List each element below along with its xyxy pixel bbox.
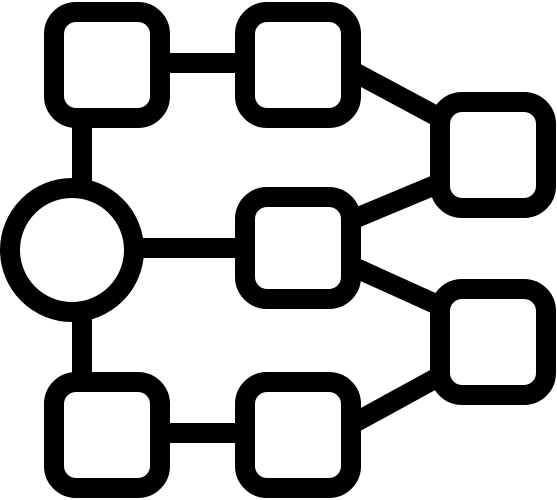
node-square-bottom-middle [235,372,361,498]
node-square-middle [235,187,361,309]
connector-middle-to-right-upper [352,173,444,228]
connector-middle-to-right-lower [351,258,445,316]
node-square-right-upper [430,92,556,218]
node-square-top-middle [235,2,361,128]
node-circle-root [0,178,144,322]
node-square-right-lower [430,279,556,405]
connector-bottom-middle-to-right-lower [351,367,445,431]
connector-top-middle-to-right-upper [351,64,445,127]
node-square-top-left [44,2,170,128]
node-square-bottom-left [44,372,170,498]
